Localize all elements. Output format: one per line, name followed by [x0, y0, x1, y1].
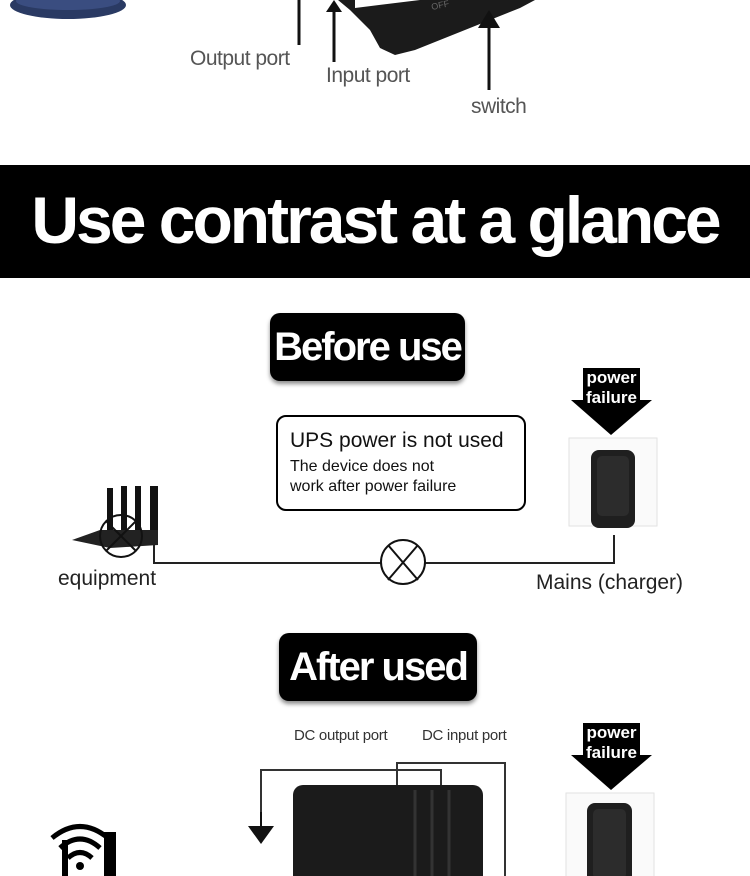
power-failure-label: power failure — [583, 368, 640, 408]
power-failure-line-2: failure — [585, 743, 638, 762]
power-failure-line-2: failure — [585, 388, 638, 407]
mains-label: Mains (charger) — [536, 571, 684, 594]
charger-icon — [568, 437, 658, 528]
message-box: UPS power is not used The device does no… — [276, 415, 526, 511]
down-arrow-icon — [571, 368, 652, 435]
wifi-icon — [50, 824, 116, 876]
cross-circle-icon — [380, 539, 426, 585]
after-used-heading: After used — [279, 633, 477, 701]
dc-output-port-label: DC output port — [294, 727, 388, 744]
before-use-heading: Before use — [270, 313, 465, 381]
input-port-label: Input port — [326, 64, 410, 87]
message-title: UPS power is not used — [290, 429, 504, 452]
banner — [0, 165, 750, 278]
equipment-label: equipment — [58, 567, 157, 590]
down-arrow-icon — [571, 723, 652, 790]
message-line-1: The device does not — [290, 458, 435, 475]
router-icon — [72, 486, 158, 548]
output-port-label: Output port — [190, 47, 290, 70]
ups-device-icon — [293, 785, 483, 876]
dc-input-port-label: DC input port — [422, 727, 507, 744]
down-arrow-icon — [248, 812, 274, 844]
power-failure-label-after: power failure — [583, 723, 640, 763]
ups-device-top — [338, 0, 535, 55]
arrow-up-icon — [326, 0, 342, 62]
banner-title: Use contrast at a glance — [31, 183, 721, 257]
cross-circle-icon — [99, 514, 143, 558]
power-failure-line-1: power — [586, 723, 637, 742]
charger-icon — [565, 792, 655, 876]
message-line-2: work after power failure — [290, 478, 457, 495]
switch-label: switch — [471, 95, 527, 118]
svg-text:OFF: OFF — [430, 0, 450, 12]
arrow-up-icon — [478, 10, 500, 90]
power-failure-line-1: power — [586, 368, 637, 387]
